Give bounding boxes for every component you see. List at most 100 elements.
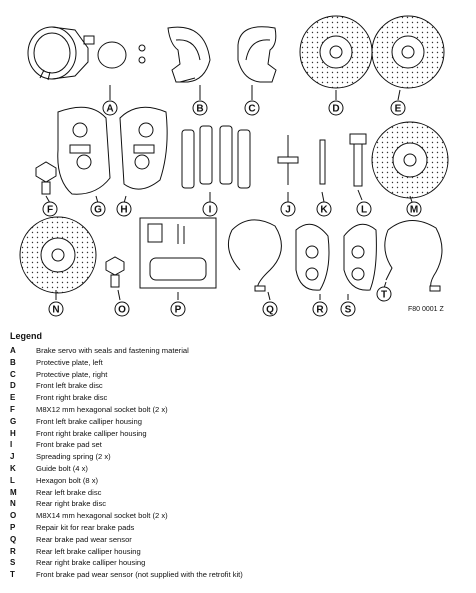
front-left-caliper-drawing — [57, 106, 111, 204]
legend-key: A — [10, 346, 16, 355]
callout-label-t: T — [381, 290, 387, 301]
callout-label-h: H — [120, 205, 127, 216]
rear-left-disc-drawing — [371, 121, 449, 203]
legend-item: A Brake servo with seals and fastening ma… — [10, 345, 470, 357]
rear-wear-sensor-drawing — [227, 219, 282, 301]
callout-label-f: F — [47, 205, 53, 216]
callout-circle-r — [312, 301, 328, 317]
rear-left-caliper-drawing — [295, 223, 330, 300]
legend-desc: Rear right brake disc — [36, 499, 107, 509]
socket-bolt-m8x12-drawing — [35, 161, 57, 204]
legend-key: P — [10, 522, 16, 532]
callout-circle-p — [170, 301, 186, 317]
legend-key: S — [10, 558, 16, 568]
callout-label-b: B — [196, 104, 203, 115]
callout-circle-a — [102, 100, 118, 116]
callout-label-s: S — [345, 305, 352, 316]
legend: Legend A Brake servo with seals and faste… — [10, 331, 470, 581]
figure-id: F80 0001 Z — [408, 306, 444, 313]
callout-circle-t — [376, 286, 392, 302]
legend-item: T Front brake pad wear sensor (not suppli… — [10, 569, 470, 581]
callout-label-i: I — [209, 205, 212, 216]
callout-circle-h — [116, 201, 132, 217]
protective-plate-left-drawing — [167, 26, 211, 100]
legend-desc: Front right brake disc — [36, 393, 108, 403]
callout-circle-l — [356, 201, 372, 217]
callout-circle-g — [90, 201, 106, 217]
front-wear-sensor-drawing — [383, 220, 443, 292]
legend-desc: Front brake pad wear sensor (not supplie… — [36, 570, 243, 580]
legend-key: C — [10, 369, 16, 379]
legend-key: Q — [10, 534, 17, 544]
callout-circle-i — [202, 201, 218, 217]
callout-circle-b — [192, 100, 208, 116]
legend-item: O M8X14 mm hexagonal socket bolt (2 x) — [10, 510, 470, 522]
legend-item: L Hexagon bolt (8 x) — [10, 475, 470, 487]
legend-desc: Repair kit for rear brake pads — [36, 522, 135, 532]
callout-circle-c — [244, 100, 260, 116]
callout-circle-m — [406, 201, 422, 217]
legend-item: D Front left brake disc — [10, 380, 470, 392]
callout-label-a: A — [106, 104, 113, 115]
legend-key: T — [10, 570, 15, 580]
rear-right-caliper-drawing — [343, 223, 377, 300]
legend-key: G — [10, 416, 17, 426]
callout-label-g: G — [94, 205, 102, 216]
legend-key: F — [10, 404, 15, 414]
callout-circle-n — [48, 301, 64, 317]
front-right-disc-drawing — [371, 15, 445, 101]
legend-desc: Front left brake disc — [36, 381, 103, 391]
legend-key: B — [10, 357, 16, 367]
legend-key: K — [10, 463, 16, 473]
legend-key: M — [10, 487, 17, 497]
legend-key: O — [10, 511, 17, 521]
guide-bolt-drawing — [319, 139, 326, 203]
callout-circle-s — [340, 301, 356, 317]
legend-desc: Guide bolt (4 x) — [36, 463, 88, 473]
front-right-caliper-drawing — [119, 106, 168, 204]
callout-label-k: K — [320, 205, 328, 216]
callout-label-c: C — [248, 104, 255, 115]
callout-circle-e — [390, 100, 406, 116]
callout-label-o: O — [118, 305, 126, 316]
legend-desc: Hexagon bolt (8 x) — [36, 475, 99, 485]
brake-servo-drawing — [27, 26, 146, 100]
legend-desc: M8X14 mm hexagonal socket bolt (2 x) — [36, 511, 168, 521]
legend-desc: Rear left brake disc — [36, 487, 102, 497]
callout-circle-f — [42, 201, 58, 217]
front-left-disc-drawing — [299, 15, 373, 100]
spreading-spring-drawing — [277, 135, 299, 202]
callout-label-p: P — [175, 305, 182, 316]
legend-item: P Repair kit for rear brake pads — [10, 522, 470, 534]
callout-circle-k — [316, 201, 332, 217]
legend-item: N Rear right brake disc — [10, 498, 470, 510]
legend-desc: Front brake pad set — [36, 440, 102, 450]
callout-label-j: J — [285, 205, 291, 216]
repair-kit-drawing — [139, 217, 217, 300]
legend-key: N — [10, 499, 16, 509]
legend-desc: Rear left brake calliper housing — [36, 546, 141, 556]
callout-circle-j — [280, 201, 296, 217]
callout-circle-o — [114, 301, 130, 317]
legend-item: K Guide bolt (4 x) — [10, 463, 470, 475]
legend-desc: Brake servo with seals and fastening mat… — [36, 346, 189, 355]
legend-desc: M8X12 mm hexagonal socket bolt (2 x) — [36, 404, 168, 414]
callout-label-e: E — [395, 104, 402, 115]
callout-label-r: R — [316, 305, 324, 316]
legend-item: M Rear left brake disc — [10, 487, 470, 499]
legend-key: D — [10, 381, 16, 391]
rear-right-disc-drawing — [19, 216, 97, 300]
legend-key: L — [10, 475, 15, 485]
legend-title: Legend — [10, 331, 43, 341]
hexagon-bolt-drawing — [349, 133, 367, 201]
legend-desc: Rear right brake calliper housing — [36, 558, 146, 568]
